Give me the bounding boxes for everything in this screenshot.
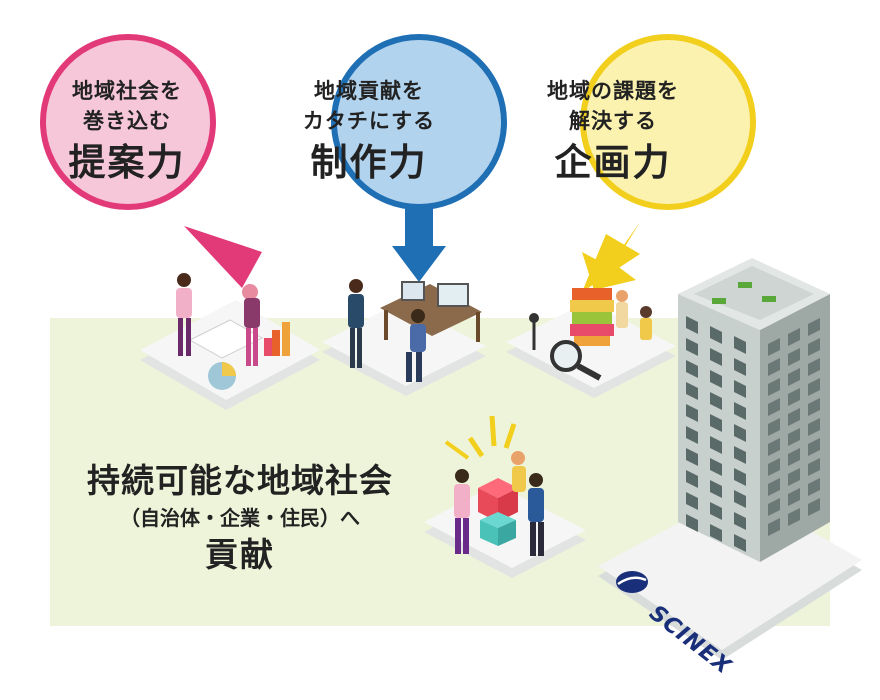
production-bubble-text: 地域貢献を カタチにする 制作力	[284, 76, 454, 188]
building-window	[686, 426, 698, 444]
building-window	[768, 478, 780, 496]
production-heading: 制作力	[310, 141, 428, 184]
building-window	[686, 316, 698, 334]
building-window	[710, 370, 722, 388]
building-window	[710, 414, 722, 432]
building-window	[808, 398, 820, 416]
building-window	[734, 402, 746, 420]
building-window	[808, 418, 820, 436]
building-window	[768, 498, 780, 516]
building-window	[710, 480, 722, 498]
building-window	[808, 338, 820, 356]
production-platform	[322, 279, 486, 396]
building-window	[768, 358, 780, 376]
building-window	[788, 328, 800, 346]
collaboration-platform	[424, 415, 586, 578]
building-window	[686, 382, 698, 400]
building-window	[734, 512, 746, 530]
building-window	[788, 348, 800, 366]
building-windows	[686, 316, 820, 552]
building-window	[710, 524, 722, 542]
building-window	[768, 438, 780, 456]
building-window	[768, 458, 780, 476]
building-window	[808, 318, 820, 336]
production-line2: カタチにする	[302, 109, 436, 133]
production-line1: 地域貢献を	[314, 79, 424, 103]
building-window	[788, 368, 800, 386]
building-window	[734, 336, 746, 354]
building-window	[808, 358, 820, 376]
office-building	[678, 258, 830, 562]
building-window	[686, 514, 698, 532]
building-window	[734, 358, 746, 376]
building-window	[686, 448, 698, 466]
building-window	[808, 498, 820, 516]
production-bubble	[331, 34, 507, 282]
building-window	[734, 468, 746, 486]
building-window	[734, 534, 746, 552]
planning-bubble	[580, 34, 756, 292]
planning-platform	[506, 288, 676, 398]
caption-line2: （自治体・企業・住民）へ	[120, 506, 360, 530]
building-window	[788, 408, 800, 426]
building-window	[788, 428, 800, 446]
building-window	[808, 378, 820, 396]
building-window	[710, 502, 722, 520]
building-window	[734, 490, 746, 508]
building-window	[768, 398, 780, 416]
building-window	[710, 326, 722, 344]
building-window	[788, 488, 800, 506]
building-window	[710, 348, 722, 366]
building-window	[768, 378, 780, 396]
planning-line2: 解決する	[569, 109, 657, 133]
building-window	[686, 360, 698, 378]
building-window	[734, 380, 746, 398]
building-window	[768, 338, 780, 356]
proposal-bubble-text: 地域社会を 巻き込む 提案力	[42, 76, 212, 188]
building-window	[686, 404, 698, 422]
building-window	[734, 446, 746, 464]
proposal-bubble	[40, 34, 262, 288]
building-window	[710, 436, 722, 454]
building-window	[768, 518, 780, 536]
building-window	[788, 468, 800, 486]
building-window	[768, 418, 780, 436]
planning-line1: 地域の課題を	[547, 79, 679, 103]
building-window	[788, 508, 800, 526]
building-window	[686, 492, 698, 510]
caption-line1: 持続可能な地域社会	[87, 461, 393, 500]
building-window	[710, 458, 722, 476]
proposal-heading: 提案力	[68, 141, 186, 184]
building-window	[734, 424, 746, 442]
building-window	[788, 388, 800, 406]
building-window	[710, 392, 722, 410]
proposal-line1: 地域社会を	[72, 79, 182, 103]
proposal-platform	[140, 273, 320, 410]
building-window	[686, 338, 698, 356]
building-window	[788, 448, 800, 466]
building-window	[808, 438, 820, 456]
building-window	[686, 470, 698, 488]
proposal-line2: 巻き込む	[83, 109, 171, 133]
planning-bubble-text: 地域の課題を 解決する 企画力	[528, 76, 698, 188]
contribution-caption: 持続可能な地域社会 （自治体・企業・住民）へ 貢献	[50, 458, 430, 578]
planning-heading: 企画力	[554, 141, 672, 184]
building-window	[808, 458, 820, 476]
caption-line3: 貢献	[205, 535, 275, 574]
building-window	[808, 478, 820, 496]
